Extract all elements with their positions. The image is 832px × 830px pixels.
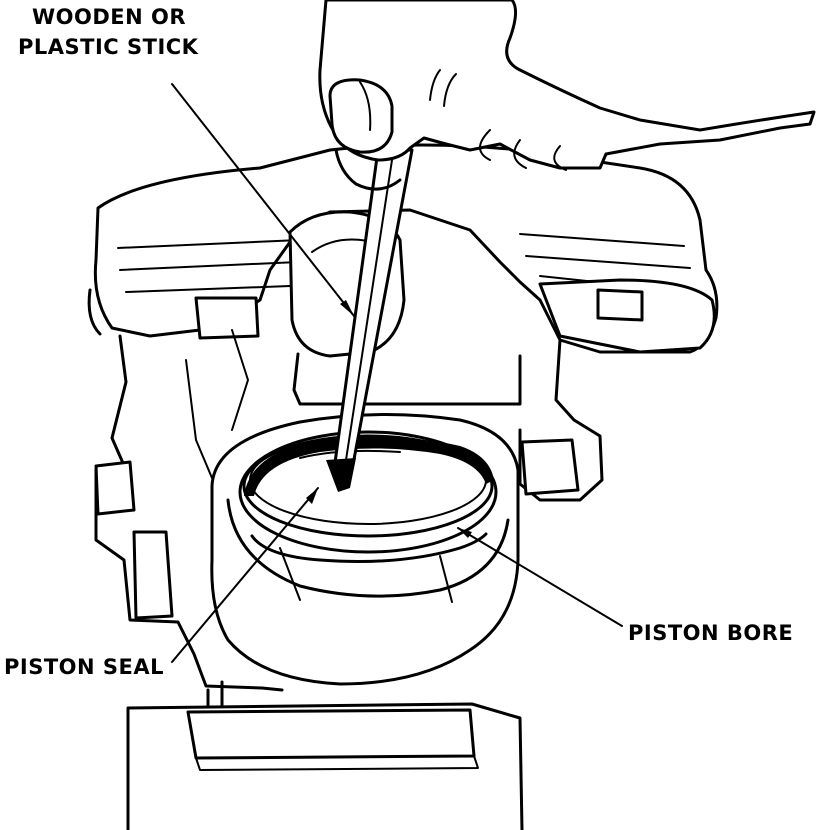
vise-block	[126, 680, 524, 830]
seal-leader-arrowhead	[306, 488, 318, 504]
callout-stick-line-1: WOODEN OR	[32, 5, 187, 29]
callout-wooden-or-plastic-stick: WOODEN OR PLASTIC STICK	[18, 2, 198, 62]
callout-piston-seal: PISTON SEAL	[4, 655, 164, 679]
callout-stick-line-2: PLASTIC STICK	[18, 35, 199, 59]
bore-leader-arrowhead	[458, 528, 472, 538]
plastic-stick	[326, 0, 438, 492]
piston-bore-cylinder	[210, 412, 520, 686]
stick-leader-arrowhead	[340, 300, 354, 316]
callout-piston-bore: PISTON BORE	[628, 621, 794, 645]
leader-lines	[171, 83, 623, 663]
stick-leader	[171, 83, 355, 317]
seal-leader	[171, 487, 319, 663]
hand	[318, 0, 816, 191]
bore-leader	[457, 527, 623, 627]
